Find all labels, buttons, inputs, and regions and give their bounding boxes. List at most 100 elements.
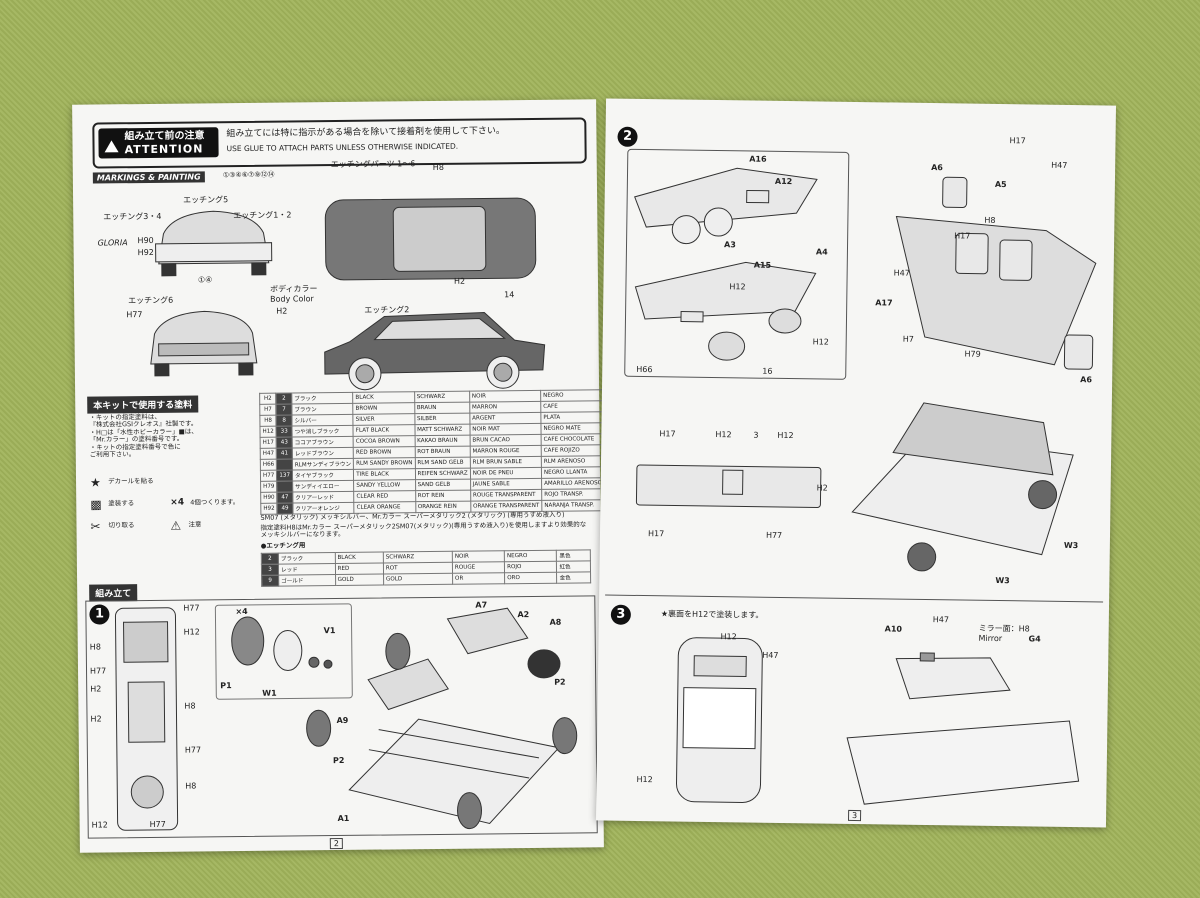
paint-cell: レッドブラウン [292,447,354,459]
paint-cell: ROJO [504,561,558,573]
paint-cell: FLAT BLACK [353,424,415,437]
paint-cell: 47 [276,491,293,504]
paint-cell: 2 [275,392,292,405]
paint-cell: クリアーレッド [292,491,354,503]
paint-ref: H2 [90,684,102,694]
paint-cell: ARGENT [469,412,541,425]
paint-ref: H77 [183,603,200,613]
paint-table: H22ブラックBLACKSCHWARZNOIRNEGRO黒色H77ブラウンBRO… [259,389,627,515]
page-number-right: 3 [848,809,862,822]
emblem-label: GLORIA [97,238,128,248]
part-label: P1 [220,681,232,691]
marking-1-4: ①④ [197,275,213,285]
instruction-page-left: 組み立て前の注意 ATTENTION 組み立てには特に指示がある場合を除いて接着… [72,99,627,853]
paint-ref: H8 [984,215,996,225]
h92-label: H92 [137,247,154,258]
paint-cell: AMARILLO ARENOSO [541,477,605,490]
part-label: A5 [994,179,1007,190]
paint-ref: H17 [954,231,971,241]
part-label: A4 [815,247,828,257]
step2-diagram [634,167,1097,572]
paint-cell: BRAUN [414,402,470,414]
paint-cell: H90 [260,492,278,504]
paint-cell: NARANJA TRANSP. [541,499,605,512]
paint-cell: MARRON [469,401,541,414]
paint-cell: KAKAO BRAUN [414,435,470,447]
paint-ref: H12 [720,632,737,642]
paint-cell: SAND GELB [415,479,471,491]
paint-cell: SCHWARZ [383,551,453,564]
body-color-h2: H2 [276,306,288,316]
paint-cell: SCHWARZ [414,391,470,403]
paint-cell: 8 [276,414,292,427]
paint-cell: RLM BRUN SABLE [470,456,542,469]
part-label: A17 [875,298,893,308]
paint-cell: RLM ARENOSO [541,455,605,468]
paint-cell: 41 [276,447,293,460]
paint-ref: H7 [902,334,914,344]
paint-ref: H2 [90,714,102,724]
paint-cell: SILBER [414,413,470,425]
paint-cell: H79 [260,481,277,493]
paint-cell: CAFE ROJIZO [541,444,605,457]
paint-cell: CAFE [540,400,604,413]
paint-cell: SILVER [353,413,415,426]
paint-ref: H2 [816,483,828,493]
caution-icon-label: 注意 [188,520,202,529]
attention-note-jp: 組み立てには特に指示がある場合を除いて接着剤を使用して下さい。 [226,126,505,140]
part-label: V1 [323,626,336,636]
attention-note-en: USE GLUE TO ATTACH PARTS UNLESS OTHERWIS… [226,141,459,154]
paint-cell: 33 [276,425,293,438]
paint-cell: H92 [260,503,278,515]
step1-diagram [114,603,578,831]
step2-number: 2 [617,126,638,147]
part-label: A8 [549,617,562,627]
paint-cell: SANDY YELLOW [353,479,416,492]
step1-x4: ×4 [235,606,248,617]
part-label: A3 [723,240,736,250]
paint-ref: H12 [812,337,829,347]
attention-badge-jp: 組み立て前の注意 [124,130,205,143]
part-label: A15 [753,260,772,270]
paint-cell: BRUN CACAO [469,434,542,447]
step3-number: 3 [610,604,631,625]
h90-label: H90 [137,235,154,246]
paint-icon: ▩ [90,497,102,512]
h77-label: H77 [126,310,143,320]
paint-ref: H47 [762,650,779,660]
paint-cell: COCOA BROWN [353,435,415,448]
paint-cell: RED [334,563,384,575]
etch12-label: エッチング1・2 [233,210,292,221]
part-label: A2 [517,610,530,620]
paint-cell: ROUGE TRANSPARENT [470,489,542,502]
paint-cell: ROT REIN [415,490,471,502]
body-color-en: Body Color [270,294,314,304]
paint-note-line: ご利用下さい。 [89,450,136,459]
etch5-label: エッチング5 [183,195,229,205]
part-label: A16 [749,154,767,164]
paint-cell: H66 [260,459,277,471]
paint-cell: NOIR [452,550,505,563]
paint-cell: H17 [260,437,277,449]
paint-cell: REIFEN SCHWARZ [414,468,471,480]
step3-diagram [676,637,1080,805]
paint-cell: 137 [276,469,293,482]
part-label: G4 [1028,634,1041,644]
sm07-detail: 指定塗料H8はMr.カラー スーパーメタリック2SM07(メタリック)(専用うす… [260,520,587,540]
part-label: W3 [995,575,1010,586]
paint-cell: MARRON ROUGE [469,445,542,458]
step3-note: ★裏面をH12で塗装します。 [660,609,764,620]
h8-top-label: H8 [432,162,444,172]
paint-ref: H77 [765,530,783,540]
paint-cell: H47 [260,448,277,460]
paint-cell: ゴールド [278,574,336,587]
paint-cell: CAFE CHOCOLATE [541,433,605,446]
paint-ref: H12 [729,282,746,292]
paint-cell: RLM SAND GELB [414,457,471,469]
part-label: A6 [931,163,943,173]
paint-ref: H8 [184,701,196,711]
paint-ref: H79 [964,349,981,359]
paint-cell: H12 [259,426,277,438]
paint-cell: BLACK [352,391,415,404]
